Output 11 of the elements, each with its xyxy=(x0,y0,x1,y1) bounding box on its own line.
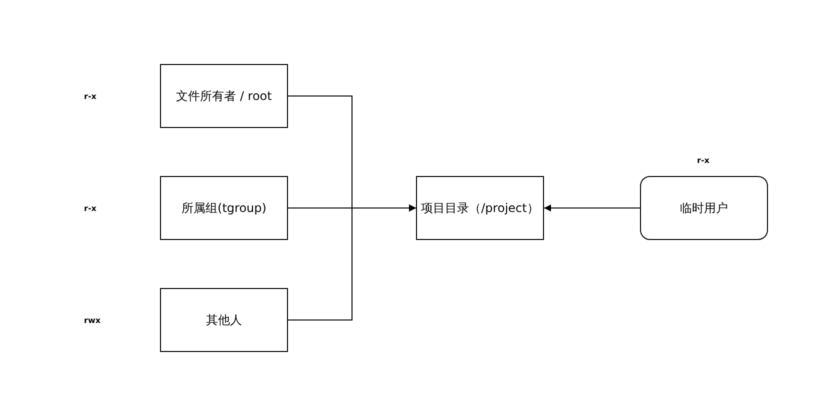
process-box: 其他人 xyxy=(160,288,288,352)
arrow xyxy=(288,204,416,320)
process-box: 文件所有者 / root xyxy=(160,64,288,128)
permission-label: rwx xyxy=(84,316,100,325)
process-box: 所属组(tgroup) xyxy=(160,176,288,240)
permission-label: r-x xyxy=(84,204,96,213)
arrow xyxy=(544,204,640,212)
permission-label: r-x xyxy=(697,156,710,165)
permission-label: r-x xyxy=(84,92,96,101)
process-box: 项目目录（/project） xyxy=(416,176,544,240)
rounded-box: 临时用户 xyxy=(640,176,768,240)
